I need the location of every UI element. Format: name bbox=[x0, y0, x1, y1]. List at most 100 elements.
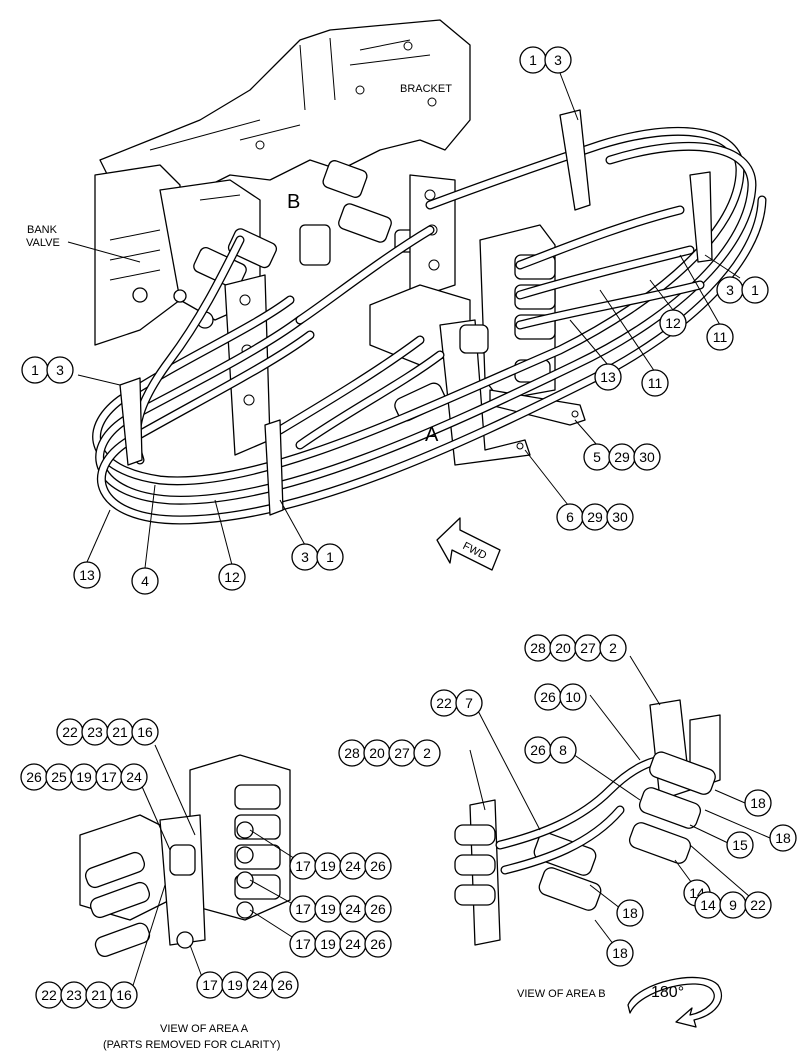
callout-circle bbox=[218, 563, 246, 591]
callout-number: 19 bbox=[320, 901, 336, 917]
callout-number: 15 bbox=[732, 837, 748, 853]
callout-number: 24 bbox=[126, 769, 142, 785]
callout-group: 12 bbox=[659, 309, 687, 337]
callout-number: 2 bbox=[423, 745, 431, 761]
callout-number: 24 bbox=[345, 858, 361, 874]
rotation-label: 180° bbox=[651, 984, 684, 1001]
callout-number: 19 bbox=[320, 936, 336, 952]
callout-number: 29 bbox=[587, 509, 603, 525]
callout-circle bbox=[599, 634, 627, 662]
callout-circle bbox=[271, 971, 299, 999]
callout-group: 18 bbox=[769, 824, 797, 852]
callout-group: 11 bbox=[706, 323, 734, 351]
callout-circle bbox=[659, 309, 687, 337]
bank-valve-label-line1: BANK bbox=[27, 224, 58, 236]
callout-number: 18 bbox=[622, 905, 638, 921]
callout-group: 4 bbox=[131, 567, 159, 595]
rotation-arrow-icon bbox=[627, 976, 723, 1028]
callout-circle bbox=[744, 891, 772, 919]
callout-number: 19 bbox=[227, 977, 243, 993]
callout-circle bbox=[549, 736, 577, 764]
callout-number: 11 bbox=[648, 375, 663, 391]
callout-number: 24 bbox=[345, 936, 361, 952]
callout-number: 27 bbox=[394, 745, 410, 761]
callout-number: 28 bbox=[530, 640, 546, 656]
view-area-a-drawing bbox=[79, 754, 291, 958]
callout-number: 18 bbox=[750, 795, 766, 811]
callout-circle bbox=[616, 899, 644, 927]
callout-group: 13 bbox=[73, 561, 101, 589]
callout-number: 16 bbox=[116, 987, 132, 1003]
callout-number: 26 bbox=[370, 858, 386, 874]
callout-circle bbox=[120, 763, 148, 791]
callout-number: 21 bbox=[91, 987, 107, 1003]
leader-lines bbox=[77, 72, 771, 996]
callout-circle bbox=[110, 981, 138, 1009]
callout-number: 30 bbox=[639, 449, 655, 465]
callout-circle bbox=[364, 930, 392, 958]
fwd-arrow: FWD bbox=[436, 517, 501, 571]
callout-circle bbox=[706, 323, 734, 351]
callout-circle bbox=[131, 718, 159, 746]
callout-number: 18 bbox=[612, 945, 628, 961]
callout-number: 17 bbox=[295, 901, 311, 917]
callout-group: 17 19 24 26 bbox=[289, 852, 392, 880]
bank-valve-label-line2: VALVE bbox=[26, 237, 60, 249]
callout-number: 23 bbox=[87, 724, 103, 740]
view-area-a-title-line1: VIEW OF AREA A bbox=[160, 1023, 249, 1035]
callout-number: 20 bbox=[555, 640, 571, 656]
callout-circle bbox=[726, 831, 754, 859]
callout-circle bbox=[131, 567, 159, 595]
callout-circle bbox=[769, 824, 797, 852]
callout-number: 17 bbox=[202, 977, 218, 993]
callout-number: 23 bbox=[66, 987, 82, 1003]
callout-number: 13 bbox=[79, 567, 95, 583]
callout-number: 3 bbox=[301, 549, 309, 565]
callout-number: 24 bbox=[345, 901, 361, 917]
callout-number: 28 bbox=[344, 745, 360, 761]
callout-circle bbox=[641, 369, 669, 397]
callout-number: 19 bbox=[320, 858, 336, 874]
callout-number: 1 bbox=[31, 362, 39, 378]
callout-number: 26 bbox=[370, 936, 386, 952]
callout-circle bbox=[364, 852, 392, 880]
callout-number: 26 bbox=[540, 689, 556, 705]
callout-group: 12 bbox=[218, 563, 246, 591]
callout-group: 18 bbox=[744, 789, 772, 817]
callout-number: 22 bbox=[62, 724, 78, 740]
center-block-a bbox=[369, 284, 531, 466]
view-area-b-title: VIEW OF AREA B bbox=[517, 988, 606, 1000]
callout-number: 5 bbox=[593, 449, 601, 465]
clamps bbox=[119, 109, 713, 516]
callout-number: 26 bbox=[530, 742, 546, 758]
callout-number: 17 bbox=[295, 858, 311, 874]
callout-number: 3 bbox=[554, 52, 562, 68]
callout-number: 2 bbox=[609, 640, 617, 656]
callout-number: 1 bbox=[751, 282, 759, 298]
callout-group: 18 bbox=[616, 899, 644, 927]
callout-number: 1 bbox=[529, 52, 537, 68]
callout-number: 9 bbox=[729, 897, 737, 913]
callout-group: 13 bbox=[594, 363, 622, 391]
callout-number: 11 bbox=[713, 329, 728, 345]
valve-fittings-top bbox=[193, 160, 436, 290]
callout-number: 12 bbox=[665, 315, 681, 331]
callout-number: 8 bbox=[559, 742, 567, 758]
callout-circle bbox=[73, 561, 101, 589]
